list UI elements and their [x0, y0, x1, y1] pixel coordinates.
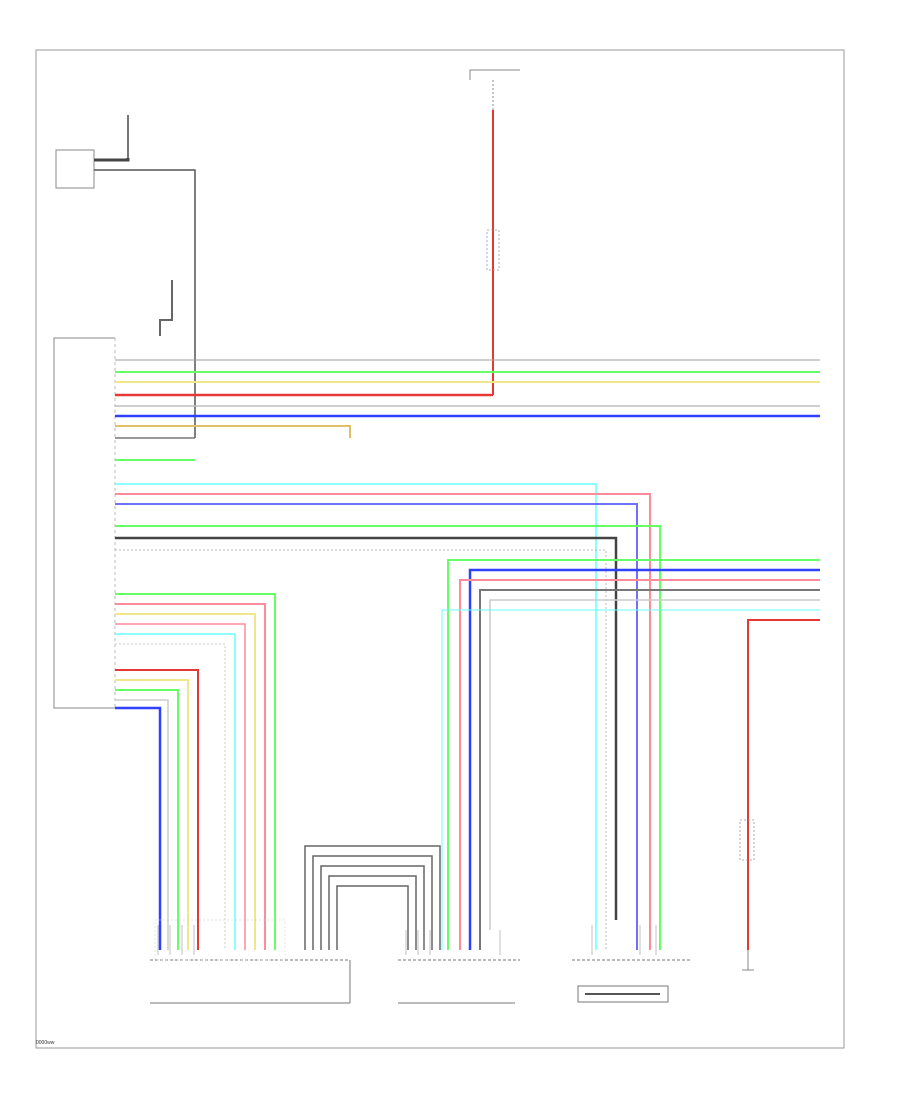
antenna-amplifier	[55, 115, 196, 438]
connector-right	[572, 959, 690, 1003]
right-wire-bundle-top	[115, 359, 820, 461]
radio-receiver-box	[53, 337, 116, 709]
diagram-id: 0000ww	[36, 1040, 55, 1046]
ground-point	[739, 819, 755, 971]
right-wire-bundle-lower	[441, 559, 820, 950]
diagram-border	[35, 49, 845, 1049]
left-wire-bundle-bottom	[115, 593, 276, 950]
power-fuse-branch	[469, 69, 520, 395]
radio-antenna-lead	[159, 280, 173, 336]
center-loop-bundle	[304, 845, 441, 950]
connector-left	[150, 919, 351, 1004]
connector-center	[398, 959, 520, 1004]
mid-wire-bundle	[115, 483, 661, 950]
connector-pins	[157, 925, 657, 955]
